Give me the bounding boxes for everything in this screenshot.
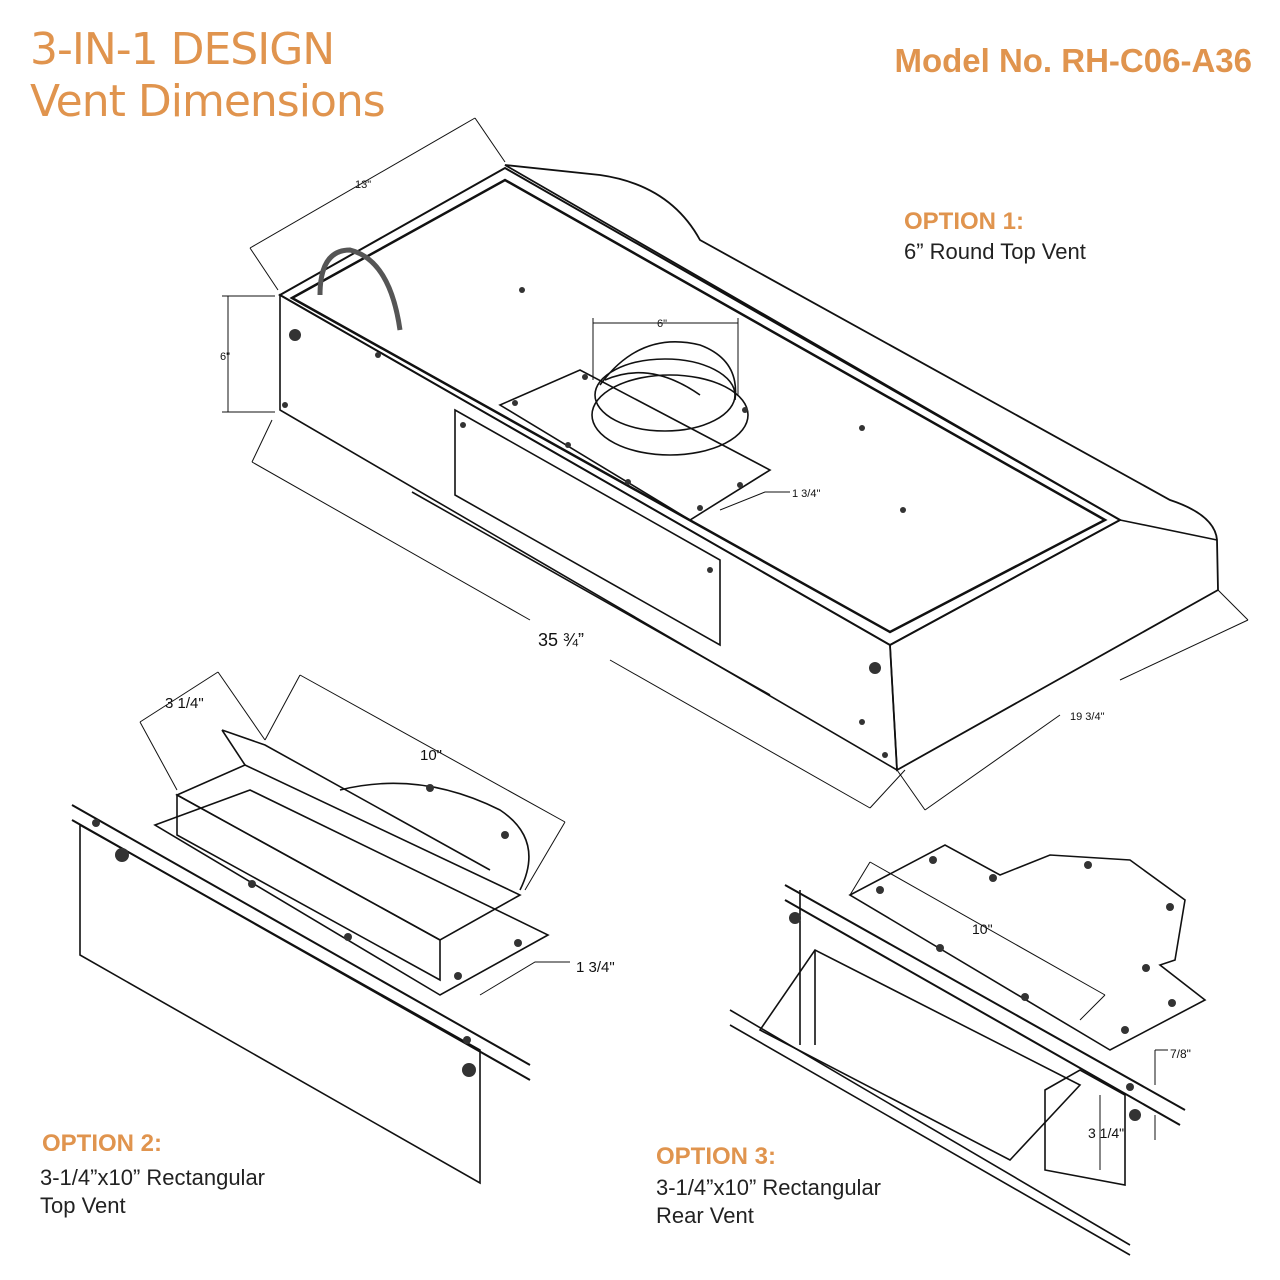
dim-height: 6" — [220, 351, 230, 363]
dim-side-depth: 19 3/4" — [1070, 711, 1105, 723]
option1-heading: OPTION 1: — [904, 208, 1025, 235]
title-line2: Vent Dimensions — [30, 76, 386, 127]
dim-width: 35 ¾” — [538, 630, 584, 650]
dim-opt2-length: 10" — [420, 747, 442, 764]
dim-round-vent: 6" — [657, 318, 667, 330]
option3-heading: OPTION 3: — [656, 1143, 777, 1170]
title-line1: 3-IN-1 DESIGN — [30, 24, 335, 75]
dim-opt2-height: 3 1/4" — [165, 695, 204, 712]
option3-description-line1: 3-1/4”x10” Rectangular — [656, 1175, 882, 1200]
main-dimension-lines — [222, 117, 1249, 811]
option2-description-line1: 3-1/4”x10” Rectangular — [40, 1165, 266, 1190]
dim-opt3-offset: 7/8" — [1170, 1047, 1191, 1061]
option2-heading: OPTION 2: — [42, 1130, 163, 1157]
dim-opt3-height: 3 1/4" — [1088, 1125, 1124, 1141]
dim-opt2-offset: 1 3/4" — [576, 959, 615, 976]
dim-round-offset: 1 3/4" — [792, 488, 820, 500]
dim-depth: 13" — [355, 179, 371, 191]
option1-description: 6” Round Top Vent — [904, 239, 1086, 264]
option3-drawing — [729, 844, 1207, 1256]
option2-description-line2: Top Vent — [40, 1193, 126, 1218]
option3-description-line2: Rear Vent — [656, 1203, 754, 1228]
model-number: Model No. RH-C06-A36 — [894, 42, 1252, 79]
option2-drawing — [71, 671, 570, 1185]
dim-opt3-length: 10" — [972, 921, 993, 937]
